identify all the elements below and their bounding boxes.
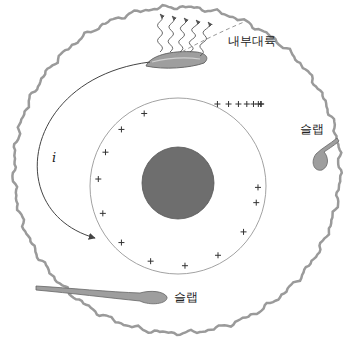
plus-charge — [182, 263, 188, 269]
plus-charge — [241, 229, 247, 235]
plus-charge — [258, 101, 264, 107]
heat-arrow — [158, 14, 163, 52]
slab-label: 슬랩 — [300, 122, 324, 136]
current-arrow — [37, 62, 150, 238]
plus-charge — [118, 126, 124, 132]
inner-continent — [146, 52, 207, 69]
plus-charge — [141, 110, 147, 116]
plus-charge — [95, 176, 101, 182]
slab-right — [313, 138, 339, 170]
slab-bottom — [36, 286, 167, 304]
plus-charge — [255, 184, 261, 190]
plus-charge — [253, 200, 259, 206]
heat-arrow — [200, 22, 210, 56]
plus-charge — [258, 101, 264, 107]
continent-highlight — [152, 58, 200, 62]
mantle-outline — [12, 5, 341, 335]
plus-charge — [235, 101, 241, 107]
heat-arrow — [168, 16, 174, 52]
plus-charge — [148, 258, 154, 264]
plus-charge — [100, 210, 106, 216]
charge-symbols — [95, 101, 264, 269]
heat-arrow — [179, 18, 186, 52]
plus-charge — [102, 149, 108, 155]
current-label: i — [52, 150, 56, 166]
inner-core — [142, 147, 214, 219]
plus-charge — [226, 101, 232, 107]
plus-charge — [215, 252, 221, 258]
continent-label: 내부대륙 — [228, 34, 276, 48]
heat-flow-arrows — [158, 14, 210, 56]
heat-arrow — [189, 20, 198, 52]
slab-label: 슬랩 — [174, 290, 198, 304]
plus-charge — [244, 101, 250, 107]
plus-charge — [118, 240, 124, 246]
plus-charge — [214, 101, 220, 107]
core-boundary — [90, 98, 266, 274]
